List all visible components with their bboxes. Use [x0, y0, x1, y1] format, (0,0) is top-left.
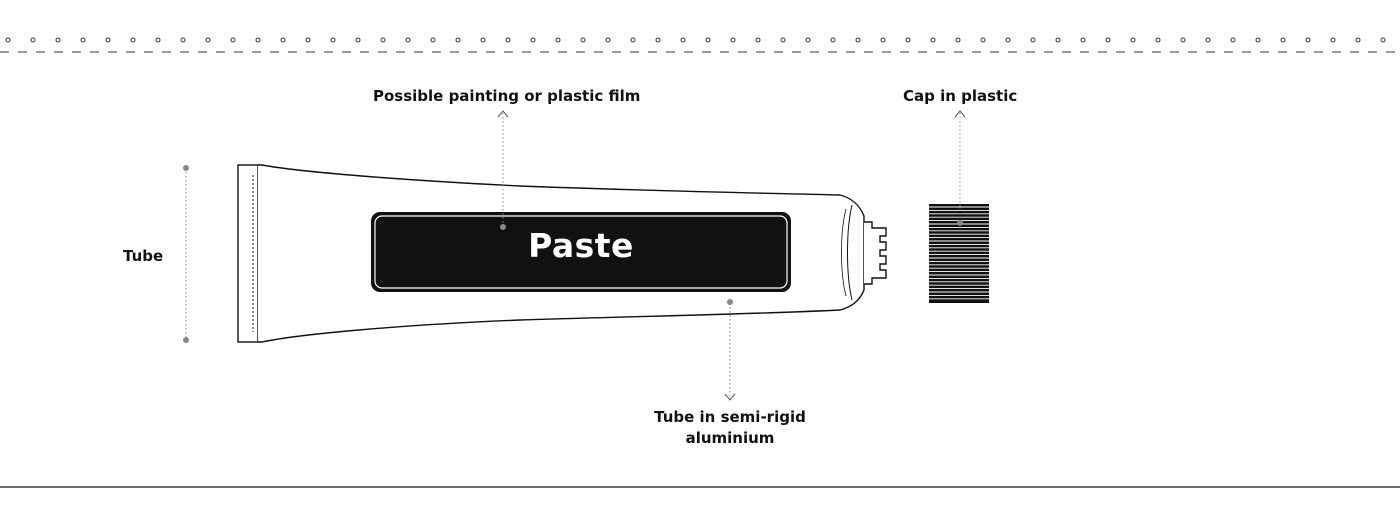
border-dot — [230, 37, 236, 43]
border-dot — [80, 37, 86, 43]
dot-tube-bottom — [183, 337, 189, 343]
border-dot — [30, 37, 36, 43]
border-dot — [330, 37, 336, 43]
border-dot — [655, 37, 661, 43]
label-semi-rigid-line1: Tube in semi-rigid — [654, 408, 806, 426]
border-dot — [405, 37, 411, 43]
border-dot — [255, 37, 261, 43]
leader-lines — [185, 110, 966, 401]
tube-neck — [864, 221, 887, 285]
border-dot — [155, 37, 161, 43]
border-dot — [130, 37, 136, 43]
border-dot — [1080, 37, 1086, 43]
border-dot — [1055, 37, 1061, 43]
border-dot — [105, 37, 111, 43]
border-dot — [55, 37, 61, 43]
paste-label-inner-border — [374, 215, 788, 289]
border-dot — [830, 37, 836, 43]
border-dot — [1130, 37, 1136, 43]
border-dot — [855, 37, 861, 43]
border-dot — [1155, 37, 1161, 43]
border-dot — [1255, 37, 1261, 43]
arrow-up-painting — [497, 110, 509, 118]
paste-label-plate — [371, 212, 791, 292]
dot-cap — [957, 220, 963, 226]
arrow-down-semi-rigid — [724, 393, 736, 401]
tube-crimp — [237, 164, 259, 343]
border-dot — [1230, 37, 1236, 43]
border-dot — [780, 37, 786, 43]
label-tube: Tube — [123, 247, 164, 265]
label-semi-rigid-line2: aluminium — [685, 429, 775, 447]
border-dot — [755, 37, 761, 43]
border-dot — [505, 37, 511, 43]
border-dot — [580, 37, 586, 43]
border-dot — [555, 37, 561, 43]
border-dot — [1030, 37, 1036, 43]
dot-tube-top — [183, 165, 189, 171]
border-dot — [730, 37, 736, 43]
border-dot — [605, 37, 611, 43]
dot-painting — [500, 224, 506, 230]
border-dot — [955, 37, 961, 43]
label-cap: Cap in plastic — [903, 87, 1018, 105]
cap-illustration — [929, 204, 989, 303]
label-painting: Possible painting or plastic film — [373, 87, 641, 105]
tube-shoulder-inner — [841, 208, 847, 297]
border-dot — [5, 37, 11, 43]
arrow-up-cap — [954, 110, 966, 118]
border-dot — [455, 37, 461, 43]
tube-shoulder — [847, 204, 853, 301]
border-dot — [905, 37, 911, 43]
border-dot — [1305, 37, 1311, 43]
border-dot — [805, 37, 811, 43]
leader-dots — [183, 165, 963, 343]
border-dot — [180, 37, 186, 43]
border-dot — [930, 37, 936, 43]
border-dot — [1005, 37, 1011, 43]
border-dot — [380, 37, 386, 43]
border-dot — [1105, 37, 1111, 43]
border-dot — [480, 37, 486, 43]
border-dot — [1280, 37, 1286, 43]
top-border-dots — [5, 37, 1386, 43]
border-dot — [1355, 37, 1361, 43]
border-dot — [305, 37, 311, 43]
border-dot — [1180, 37, 1186, 43]
border-dot — [680, 37, 686, 43]
border-dot — [530, 37, 536, 43]
border-dot — [880, 37, 886, 43]
border-dot — [705, 37, 711, 43]
border-dot — [1205, 37, 1211, 43]
border-dot — [205, 37, 211, 43]
label-semi-rigid: Tube in semi-rigid aluminium — [618, 407, 842, 449]
border-dot — [980, 37, 986, 43]
paste-label-text: Paste — [528, 226, 634, 265]
border-dot — [430, 37, 436, 43]
border-dot — [355, 37, 361, 43]
border-dot — [630, 37, 636, 43]
border-dot — [280, 37, 286, 43]
border-dot — [1380, 37, 1386, 43]
dot-semi-rigid — [727, 299, 733, 305]
border-dot — [1330, 37, 1336, 43]
